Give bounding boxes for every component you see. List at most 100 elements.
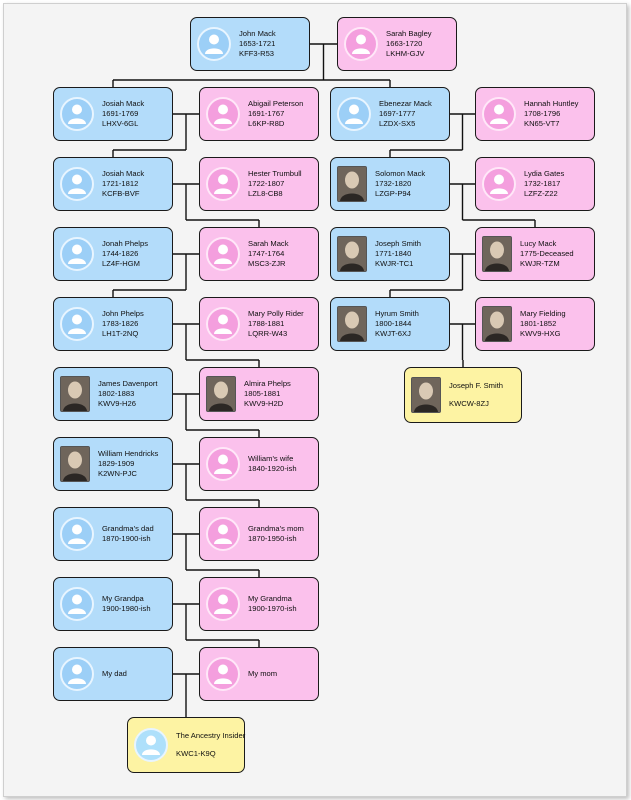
person-name: Josiah Mack <box>102 169 145 178</box>
avatar <box>206 97 240 131</box>
person-lifespan: 1870-1900-ish <box>102 534 151 543</box>
person-lifespan: 1744-1826 <box>102 249 139 258</box>
person-name: Lydia Gates <box>524 169 565 178</box>
person-id: KWV9-HXG <box>520 329 561 338</box>
portrait-photo <box>337 306 367 342</box>
person-id: KWJR-TC1 <box>375 259 414 268</box>
person-icon <box>68 524 86 544</box>
person-icon <box>490 104 508 124</box>
person-icon <box>205 34 223 54</box>
avatar <box>206 657 240 691</box>
person-name: Ebenezar Mack <box>379 99 432 108</box>
person-lifespan: 1771-1840 <box>375 249 412 258</box>
person-id: KFF3-R53 <box>239 49 275 58</box>
portrait-photo <box>60 446 90 482</box>
avatar <box>206 167 240 201</box>
avatar <box>206 587 240 621</box>
person-name: James Davenport <box>98 379 158 388</box>
person-icon <box>214 244 232 264</box>
person-icon <box>352 34 370 54</box>
person-name: My mom <box>248 669 278 678</box>
person-name: Mary Fielding <box>520 309 566 318</box>
person-id: LZL8-CB8 <box>248 189 283 198</box>
person-id: KWCW-8ZJ <box>449 399 489 408</box>
avatar <box>206 517 240 551</box>
portrait-photo-icon <box>338 307 366 341</box>
person-id: KWV9-H2D <box>244 399 284 408</box>
portrait-photo <box>482 236 512 272</box>
person-id: LKHM-GJV <box>386 49 425 58</box>
person-name: Sarah Mack <box>248 239 289 248</box>
person-name: My Grandma <box>248 594 292 603</box>
person-id: LHXV-6GL <box>102 119 139 128</box>
avatar <box>206 447 240 481</box>
person-name: Grandma's mom <box>248 524 304 533</box>
portrait-photo-icon <box>61 447 89 481</box>
person-card-my-mom[interactable]: My mom <box>199 647 319 701</box>
person-icon <box>214 594 232 614</box>
person-name: Joseph Smith <box>375 239 422 248</box>
portrait-photo <box>482 306 512 342</box>
avatar <box>344 27 378 61</box>
avatar <box>60 307 94 341</box>
person-name: Hester Trumbull <box>248 169 302 178</box>
avatar <box>206 237 240 271</box>
person-name: Joseph F. Smith <box>449 381 504 390</box>
portrait-photo <box>60 376 90 412</box>
avatar <box>482 97 516 131</box>
person-name: William Hendricks <box>98 449 159 458</box>
portrait-photo-icon <box>338 167 366 201</box>
portrait-photo-icon <box>61 377 89 411</box>
person-card-my-dad[interactable]: My dad <box>53 647 173 701</box>
person-name: Hyrum Smith <box>375 309 419 318</box>
person-icon <box>214 174 232 194</box>
person-icon <box>214 104 232 124</box>
portrait-photo <box>206 376 236 412</box>
person-lifespan: 1691-1767 <box>248 109 285 118</box>
portrait-photo-icon <box>412 378 440 412</box>
